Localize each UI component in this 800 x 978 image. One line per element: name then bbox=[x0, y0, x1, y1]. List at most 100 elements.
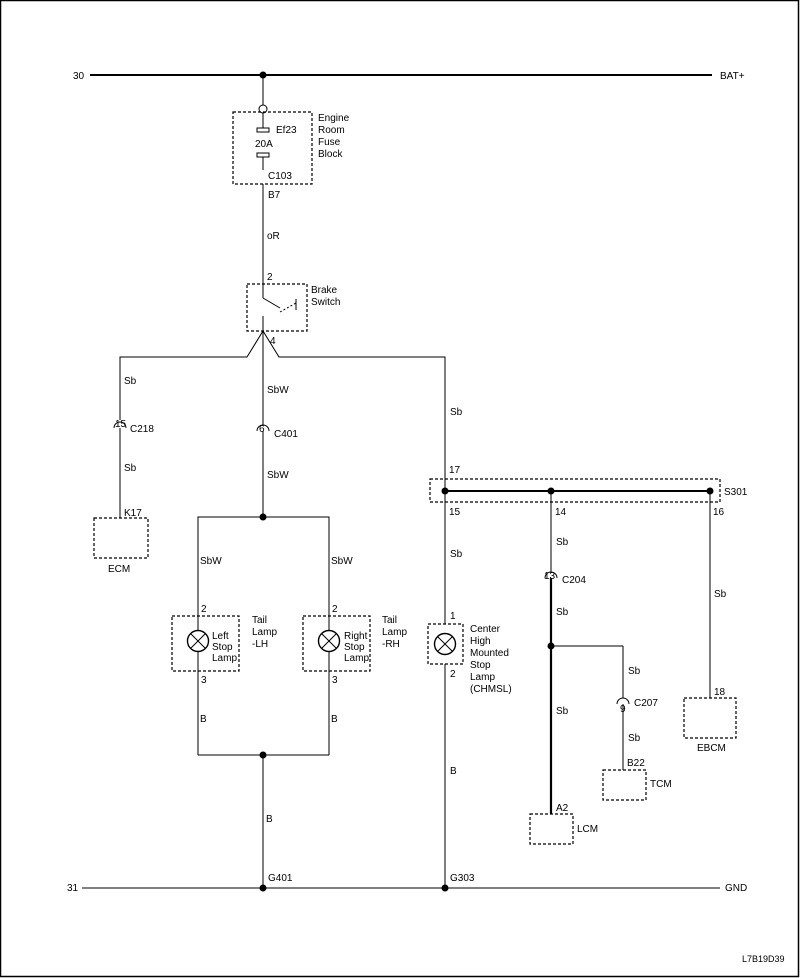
lcm-pin: A2 bbox=[556, 803, 569, 814]
tail-lamp-branch: SbW 6 C401 SbW SbW SbW 2 Left Stop Lamp … bbox=[171, 385, 407, 888]
splice-pin-ebcm: 16 bbox=[713, 507, 725, 518]
ground-g401-label: G401 bbox=[268, 873, 293, 884]
engine-room-fuse-block: Ef23 20A Engine Room Fuse Block C103 B7 bbox=[232, 75, 350, 201]
wire-color-tail-lower: SbW bbox=[267, 470, 289, 481]
fuse-block-pin: B7 bbox=[268, 190, 281, 201]
c218-pin: 15 bbox=[115, 419, 127, 430]
fuse-id-label: Ef23 bbox=[276, 125, 297, 136]
left-stop-lamp-label-1: Left bbox=[212, 631, 229, 642]
c207-name: C207 bbox=[634, 698, 658, 709]
rail-top-left-label: 30 bbox=[73, 71, 85, 82]
lcm-tcm-branch: Sb 13 C204 Sb Sb 9 C207 Sb Sb B22 TCM A2… bbox=[529, 491, 672, 845]
tcm-pin: B22 bbox=[627, 758, 645, 769]
brake-switch: 2 Brake Switch 4 bbox=[246, 272, 340, 347]
splice-pin-lcm: 14 bbox=[555, 507, 567, 518]
ebcm-name: EBCM bbox=[697, 743, 726, 754]
rail-bottom-right-label: GND bbox=[725, 883, 747, 894]
c218-name: C218 bbox=[130, 424, 154, 435]
wire-color-chmsl-ground: B bbox=[450, 766, 457, 777]
splice-s301 bbox=[429, 478, 721, 503]
c401-pin: 6 bbox=[259, 424, 265, 435]
tail-lamp-lh-title-2: Lamp bbox=[252, 627, 277, 638]
chmsl-branch: Sb 17 S301 15 14 16 Sb 1 2 Center High M… bbox=[427, 407, 748, 777]
ground-g303-label: G303 bbox=[450, 873, 475, 884]
brake-switch-pin-out: 4 bbox=[270, 336, 276, 347]
ecm-name: ECM bbox=[108, 564, 130, 575]
wire-color-lcm-lower-2: Sb bbox=[556, 706, 569, 717]
lamp-right-pin-top: 2 bbox=[332, 604, 338, 615]
ebcm-pin: 18 bbox=[714, 687, 726, 698]
chmsl-label-2: High bbox=[470, 636, 491, 647]
splice-pin-top: 17 bbox=[449, 465, 461, 476]
brake-switch-name-line-2: Switch bbox=[311, 297, 340, 308]
wire-color-tail-upper: SbW bbox=[267, 385, 289, 396]
diagram-code: L7B19D39 bbox=[742, 954, 785, 964]
left-stop-lamp-label-3: Lamp bbox=[212, 653, 237, 664]
left-stop-lamp-label-2: Stop bbox=[212, 642, 233, 653]
tail-lamp-rh-title-2: Lamp bbox=[382, 627, 407, 638]
splice-pin-chmsl: 15 bbox=[449, 507, 461, 518]
battery-rail: 30 BAT+ bbox=[73, 71, 745, 82]
fuse-rating-label: 20A bbox=[255, 139, 273, 150]
ecm-pin: K17 bbox=[124, 508, 142, 519]
c204-name: C204 bbox=[562, 575, 586, 586]
wire-color-ebcm: Sb bbox=[714, 589, 727, 600]
c401-name: C401 bbox=[274, 429, 298, 440]
chmsl-label-5: Lamp bbox=[470, 672, 495, 683]
wire-color-lcm-lower: Sb bbox=[556, 607, 569, 618]
right-stop-lamp-label-1: Right bbox=[344, 631, 368, 642]
fuse-block-connector: C103 bbox=[268, 171, 292, 182]
wire-color-chmsl-below-splice: Sb bbox=[450, 549, 463, 560]
tcm-module bbox=[602, 769, 647, 801]
chmsl-pin-top: 1 bbox=[450, 611, 456, 622]
fuse-block-name-line-1: Engine bbox=[318, 113, 350, 124]
fuse-block-name-line-4: Block bbox=[318, 149, 343, 160]
chmsl-label-1: Center bbox=[470, 624, 501, 635]
left-stop-lamp-housing bbox=[171, 615, 240, 672]
tail-lamp-rh-title-3: -RH bbox=[382, 639, 400, 650]
rail-top-right-label: BAT+ bbox=[720, 71, 745, 82]
wire-color-tcm-lower: Sb bbox=[628, 733, 641, 744]
rail-bottom-left-label: 31 bbox=[67, 883, 79, 894]
lamp-left-pin-top: 2 bbox=[201, 604, 207, 615]
brake-switch-pin-in: 2 bbox=[267, 272, 273, 283]
tail-lamp-lh-title-1: Tail bbox=[252, 615, 267, 626]
wire-color-lamp-right-ground: B bbox=[331, 714, 338, 725]
ground-rail: 31 GND G401 G303 bbox=[67, 873, 747, 894]
wire-color-lamp-left-ground: B bbox=[200, 714, 207, 725]
ebcm-module bbox=[683, 697, 737, 739]
wire-color-ecm-upper: Sb bbox=[124, 376, 137, 387]
wire-color-tcm-upper: Sb bbox=[628, 666, 641, 677]
splice-name: S301 bbox=[724, 487, 748, 498]
c204-pin: 13 bbox=[544, 571, 556, 582]
wire-color-g401: B bbox=[266, 814, 273, 825]
ebcm-branch: Sb 18 EBCM bbox=[683, 491, 737, 754]
wire-color-ecm-lower: Sb bbox=[124, 463, 137, 474]
tail-lamp-rh-title-1: Tail bbox=[382, 615, 397, 626]
brake-switch-name-line-1: Brake bbox=[311, 285, 338, 296]
tail-lamp-lh-title-3: -LH bbox=[252, 639, 268, 650]
chmsl-label-6: (CHMSL) bbox=[470, 684, 512, 695]
lcm-module bbox=[529, 813, 574, 845]
ecm-module bbox=[93, 517, 149, 559]
wire-color-tail-right: SbW bbox=[331, 556, 353, 567]
ecm-branch: Sb 15 C218 Sb K17 ECM bbox=[93, 376, 154, 575]
tcm-name: TCM bbox=[650, 779, 672, 790]
lcm-name: LCM bbox=[577, 824, 598, 835]
chmsl-label-3: Mounted bbox=[470, 648, 509, 659]
wire-color-chmsl-feed: Sb bbox=[450, 407, 463, 418]
fuse-block-name-line-3: Fuse bbox=[318, 137, 341, 148]
lamp-right-pin-bottom: 3 bbox=[332, 675, 338, 686]
lamp-left-pin-bottom: 3 bbox=[201, 675, 207, 686]
right-stop-lamp-label-2: Stop bbox=[344, 642, 365, 653]
right-stop-lamp-housing bbox=[302, 615, 371, 672]
chmsl-pin-bottom: 2 bbox=[450, 669, 456, 680]
wire-color-fuse-to-switch: oR bbox=[267, 231, 280, 242]
wire-color-tail-left: SbW bbox=[200, 556, 222, 567]
fuse-block-name-line-2: Room bbox=[318, 125, 345, 136]
right-stop-lamp-label-3: Lamp bbox=[344, 653, 369, 664]
wire-color-lcm-upper: Sb bbox=[556, 537, 569, 548]
chmsl-label-4: Stop bbox=[470, 660, 491, 671]
